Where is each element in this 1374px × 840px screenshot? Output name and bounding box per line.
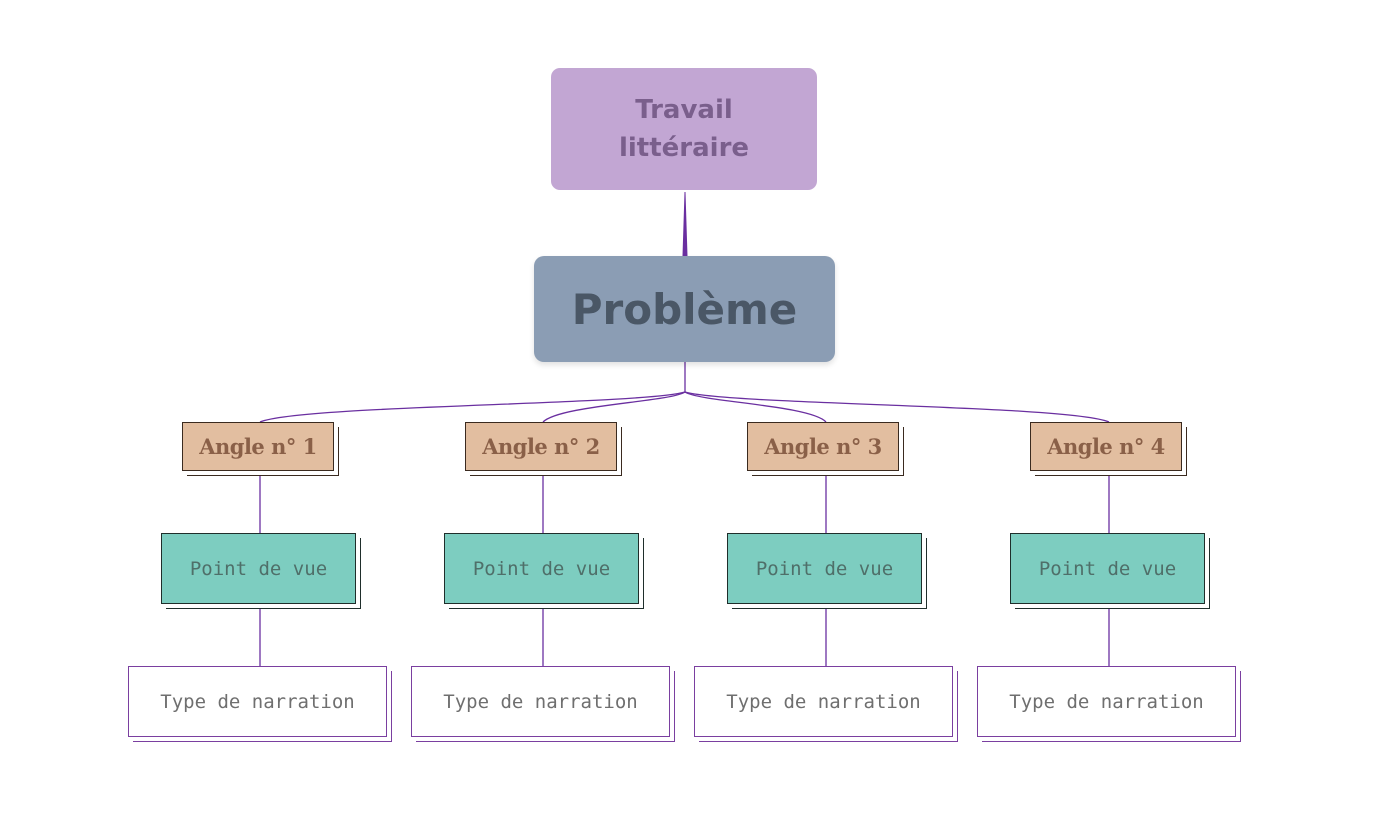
narration-node-4[interactable]: Type de narration bbox=[977, 666, 1236, 737]
point-de-vue-node-1[interactable]: Point de vue bbox=[161, 533, 356, 604]
connector-central-to-angle-3 bbox=[684, 391, 827, 423]
narration-node-3[interactable]: Type de narration bbox=[694, 666, 953, 737]
root-node-travail-litteraire[interactable]: Travail littéraire bbox=[551, 68, 817, 190]
angle-node-1[interactable]: Angle n° 1 bbox=[182, 422, 334, 471]
connector-root-to-central bbox=[682, 191, 688, 257]
connector-central-to-angle-1 bbox=[259, 391, 686, 423]
narration-node-2[interactable]: Type de narration bbox=[411, 666, 670, 737]
angle-node-2[interactable]: Angle n° 2 bbox=[465, 422, 617, 471]
connector-central-to-angle-4 bbox=[684, 391, 1110, 423]
angle-node-3[interactable]: Angle n° 3 bbox=[747, 422, 899, 471]
narration-node-1[interactable]: Type de narration bbox=[128, 666, 387, 737]
point-de-vue-node-3[interactable]: Point de vue bbox=[727, 533, 922, 604]
point-de-vue-node-4[interactable]: Point de vue bbox=[1010, 533, 1205, 604]
central-node-probleme[interactable]: Problème bbox=[534, 256, 835, 362]
point-de-vue-node-2[interactable]: Point de vue bbox=[444, 533, 639, 604]
connector-central-to-angle-2 bbox=[542, 391, 686, 423]
angle-node-4[interactable]: Angle n° 4 bbox=[1030, 422, 1182, 471]
